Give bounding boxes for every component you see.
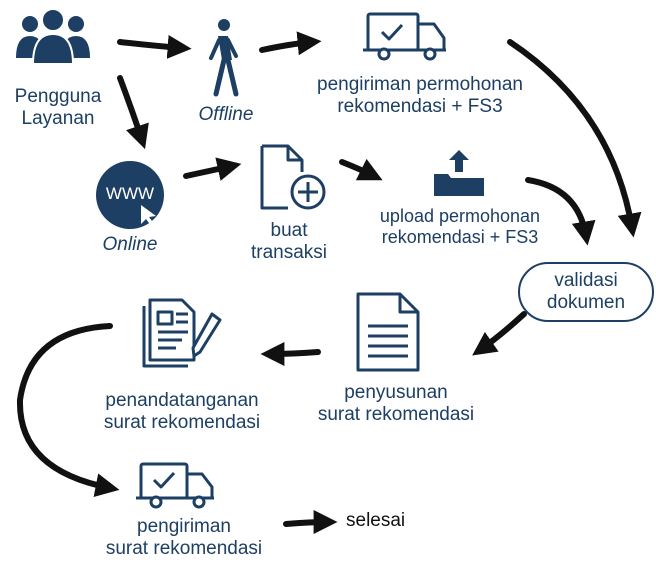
create-transaction-line2: transaksi — [250, 241, 328, 263]
delivery-truck-icon — [136, 462, 214, 509]
drafting-label: penyusunan surat rekomendasi — [296, 382, 496, 426]
flow-arrows — [16, 31, 642, 535]
arrow-upload-to-validation — [525, 177, 596, 246]
offline-label: Offline — [198, 104, 254, 125]
arrow-signing-to-send — [16, 323, 120, 498]
www-text: WWW — [105, 184, 155, 203]
arrow-send-to-finish — [283, 510, 338, 535]
arrow-validation-to-drafting — [472, 311, 527, 356]
delivery-truck-icon — [363, 12, 446, 61]
upload-request-line1: upload permohonan — [379, 206, 541, 226]
finish-label: selesai — [346, 510, 406, 531]
users-icon — [16, 8, 90, 65]
send-request-line2: rekomendasi + FS3 — [337, 95, 503, 117]
upload-request-line2: rekomendasi + FS3 — [381, 226, 539, 247]
send-letter-label: pengiriman surat rekomendasi — [84, 516, 284, 560]
add-document-icon — [260, 144, 326, 210]
validation-line2: dokumen — [546, 292, 626, 313]
arrow-create-to-upload — [339, 158, 383, 181]
online-label: Online — [102, 234, 158, 255]
send-request-line1: pengiriman permohonan — [317, 74, 523, 95]
signing-label: penandatanganan surat rekomendasi — [84, 390, 280, 434]
validation-line1: validasi — [554, 270, 618, 292]
actor-label-line2: Layanan — [21, 107, 95, 129]
arrow-drafting-to-signing — [260, 341, 321, 366]
upload-tray-icon — [434, 150, 484, 196]
arrow-offline-to-send — [259, 31, 322, 56]
upload-request-label: upload permohonan rekomendasi + FS3 — [362, 206, 558, 247]
signing-line1: penandatanganan — [105, 390, 259, 411]
create-transaction-line1: buat — [270, 220, 308, 241]
send-letter-line2: surat rekomendasi — [105, 537, 263, 559]
validation-node: validasi dokumen — [518, 262, 654, 322]
drafting-line2: surat rekomendasi — [317, 403, 475, 425]
arrow-send-to-validation — [507, 39, 642, 238]
arrow-actor-to-online — [117, 75, 149, 150]
send-letter-line1: pengiriman — [137, 516, 231, 537]
globe-www-icon — [96, 161, 164, 229]
signing-document-icon — [142, 298, 222, 368]
drafting-line1: penyusunan — [344, 382, 448, 403]
arrow-actor-to-offline — [117, 34, 192, 59]
send-request-label: pengiriman permohonan rekomendasi + FS3 — [290, 74, 550, 118]
document-icon — [356, 292, 420, 372]
actor-label-line1: Pengguna — [14, 86, 102, 107]
actor-label: Pengguna Layanan — [12, 86, 104, 130]
signing-line2: surat rekomendasi — [103, 411, 261, 433]
walking-person-icon — [209, 19, 239, 97]
arrow-online-to-create — [183, 157, 242, 181]
create-transaction-label: buat transaksi — [234, 220, 344, 264]
